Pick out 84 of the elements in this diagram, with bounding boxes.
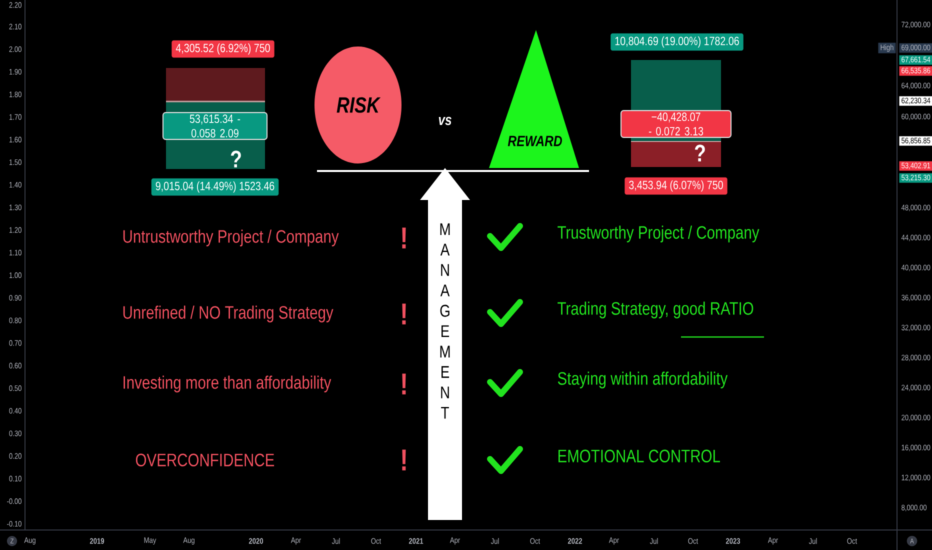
- axis-tick-label: 1.20: [9, 227, 22, 233]
- axis-tick-label: 1.70: [9, 114, 22, 120]
- price-tag: 62,230.34: [899, 96, 932, 106]
- axis-tick-label: 12,000.00: [902, 474, 930, 482]
- axis-tick-label: 0.80: [9, 318, 22, 324]
- axis-tick-label: -0.10: [7, 520, 22, 527]
- axis-tick-label: 2.10: [9, 24, 22, 30]
- axis-tick-label: 2021: [408, 538, 424, 544]
- axis-tick-label: Jul: [490, 538, 499, 544]
- vs-label: vs: [438, 116, 452, 126]
- axis-tick-label: Aug: [183, 537, 194, 545]
- axis-tick-label: Aug: [24, 537, 36, 545]
- price-tag: 53,215.30: [899, 173, 932, 183]
- axis-tick-label: 64,000.00: [902, 82, 930, 90]
- axis-tick-label: 20,000.00: [902, 414, 930, 422]
- axis-tick-label: 1.80: [9, 92, 22, 98]
- info-box: 53,615.34 - 0.058 2.09: [162, 112, 268, 140]
- axis-tick-label: 32,000.00: [902, 324, 930, 332]
- axis-tick-label: 0.20: [9, 453, 22, 459]
- price-tag: 4,305.52 (6.92%) 750: [172, 40, 274, 58]
- axis-tick-label: 1.90: [9, 68, 22, 75]
- axis-tick-label: 0.50: [9, 385, 22, 392]
- axis-tick-label: 2.20: [9, 2, 22, 8]
- axis-tick-label: 2020: [248, 538, 264, 544]
- info-box: −40,428.07 - 0.072 3.13: [620, 110, 732, 138]
- axis-tick-label: 2.00: [9, 46, 22, 52]
- axis-tick-label: Oct: [371, 538, 382, 544]
- axis-tick-label: Oct: [530, 538, 540, 544]
- axis-tick-label: -0.00: [7, 498, 22, 504]
- reward-text: Trading Strategy, good RATIO: [558, 302, 754, 318]
- price-tag: 56,856.85: [899, 136, 932, 146]
- risk-text: OVERCONFIDENCE: [136, 454, 274, 466]
- axis-tick-label: 60,000.00: [902, 114, 930, 120]
- price-tag: 69,000.00: [899, 43, 932, 53]
- axis-tick-label: 1.30: [9, 204, 22, 210]
- axis-tick-label: 2022: [568, 538, 582, 544]
- price-tag: 10,804.69 (19.00%) 1782.06: [610, 33, 744, 51]
- axis-tick-label: Oct: [688, 538, 698, 544]
- price-tag: 66,535.86: [899, 66, 932, 76]
- axis-tick-label: Jul: [650, 538, 658, 544]
- question-mark: ?: [694, 144, 705, 162]
- axis-tick-label: 0.90: [9, 294, 22, 301]
- axis-tick-label: Apr: [768, 537, 778, 545]
- axis-tick-label: 36,000.00: [902, 294, 930, 302]
- exclamation-mark: !: [402, 228, 406, 248]
- axis-tick-label: 44,000.00: [901, 234, 930, 242]
- axis-tick-label: 48,000.00: [901, 204, 930, 212]
- axis-tick-label: 72,000.00: [902, 22, 930, 28]
- axis-tick-label: Apr: [290, 537, 301, 545]
- axis-tick-label: 1.60: [9, 136, 22, 142]
- axis-tick-label: 24,000.00: [902, 384, 930, 392]
- price-tag: 9,015.04 (14.49%) 1523.46: [151, 178, 279, 196]
- axis-tick-label: Oct: [847, 538, 858, 544]
- axis-tick-label: 0.10: [9, 476, 22, 482]
- risk-text: Investing more than affordability: [124, 376, 332, 392]
- axis-tick-label: Jul: [332, 538, 340, 544]
- axis-tick-label: 1.40: [9, 182, 22, 188]
- axis-tick-label: 0.70: [9, 340, 22, 346]
- price-tag: 3,453.94 (6.07%) 750: [624, 177, 728, 195]
- price-tag: 67,661.54: [899, 55, 932, 65]
- axis-tick-label: 28,000.00: [902, 354, 930, 362]
- axis-tick-label: Apr: [608, 537, 619, 545]
- reward-text: Trustworthy Project / Company: [558, 226, 760, 242]
- reward-triangle: REWARD: [489, 30, 579, 168]
- price-tag: 53,402.91: [899, 161, 932, 171]
- axis-tick-label: 40,000.00: [901, 264, 930, 272]
- axis-tick-label: 0.40: [9, 408, 22, 414]
- axis-tick-label: 16,000.00: [902, 444, 930, 452]
- axis-tick-label: 2023: [726, 538, 740, 544]
- axis-tick-label: 8,000.00: [902, 504, 927, 512]
- axis-tick-label: 0.60: [9, 362, 22, 368]
- axis-tick-label: Apr: [450, 537, 460, 545]
- axis-tick-label: 1.00: [9, 272, 22, 278]
- axis-tick-label: Jul: [808, 538, 817, 544]
- axis-tick-label: 1.10: [9, 250, 22, 256]
- question-mark: ?: [230, 150, 241, 168]
- risk-text: Untrustworthy Project / Company: [123, 230, 339, 246]
- axis-tick-label: 1.50: [9, 159, 22, 166]
- axis-tick-label: 2019: [90, 538, 104, 544]
- axis-tick-label: May: [144, 537, 156, 545]
- risk-text: Unrefined / NO Trading Strategy: [123, 306, 334, 322]
- reward-text: Staying within affordability: [558, 372, 728, 388]
- reward-text: EMOTIONAL CONTROL: [558, 450, 720, 462]
- axis-tick-label: 0.30: [9, 430, 22, 436]
